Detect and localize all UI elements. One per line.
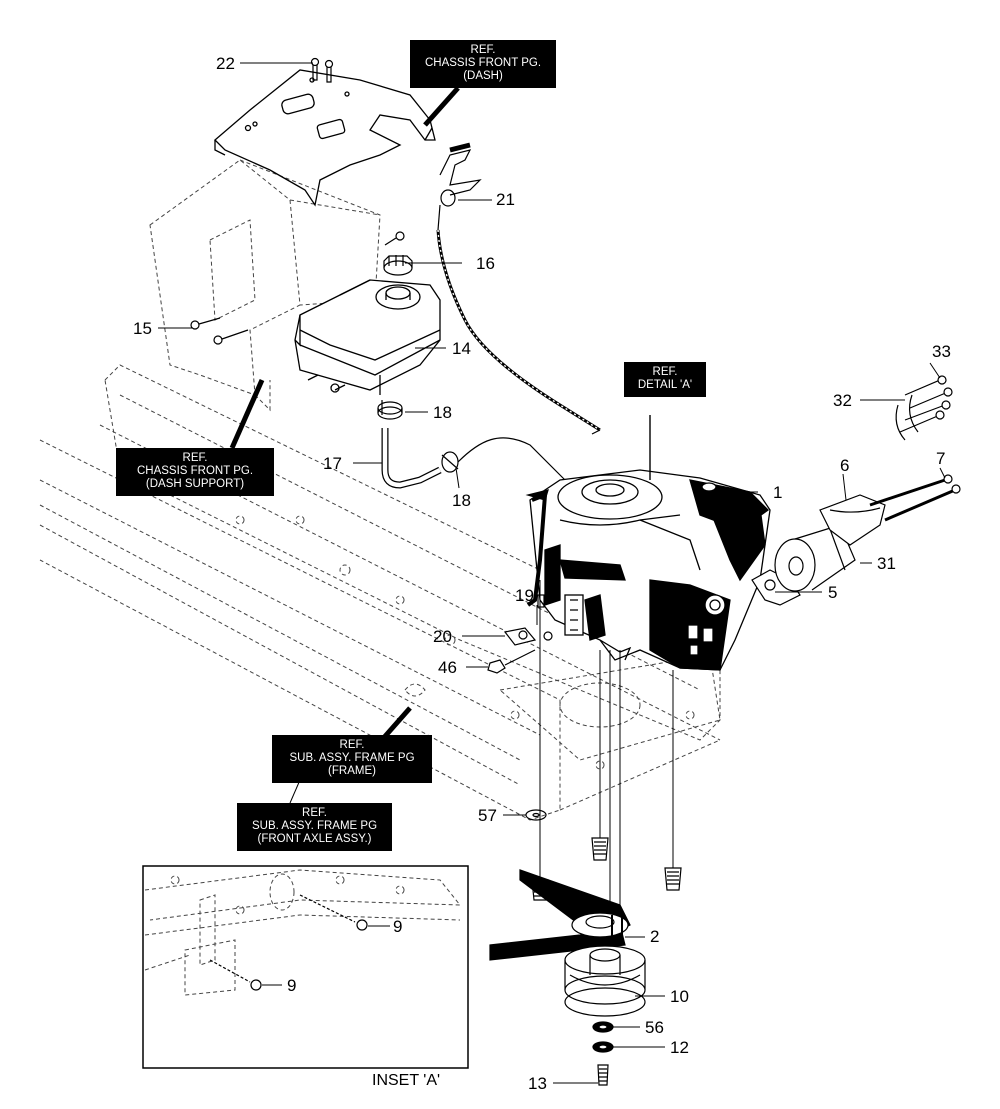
ref-dash-support-line2: CHASSIS FRONT PG. (136, 465, 254, 477)
callout-9-lower: 9 (287, 976, 297, 995)
dash-panel (214, 69, 436, 207)
ref-dash-line3: (DASH) (463, 70, 503, 82)
callout-21: 21 (496, 190, 515, 209)
callout-10: 10 (670, 987, 689, 1006)
callout-46: 46 (438, 658, 457, 677)
ref-frame-line3: (FRAME) (328, 765, 376, 777)
screw-22 (310, 57, 334, 83)
bolt-13 (597, 1064, 609, 1086)
clamp-18-top (377, 401, 403, 420)
ref-frame-line1: REF. (339, 739, 365, 751)
callout-22: 22 (216, 54, 235, 73)
exhaust-bolts-32-33 (895, 375, 953, 441)
callout-19: 19 (515, 586, 534, 605)
inset-bolts-9 (209, 894, 368, 991)
callout-16: 16 (476, 254, 495, 273)
ref-dash-support-line1: REF. (182, 452, 208, 464)
callout-31: 31 (877, 554, 896, 573)
callout-2: 2 (650, 927, 660, 946)
callout-18-top: 18 (433, 403, 452, 422)
leader-lines (158, 62, 946, 1084)
ref-detail-a: REF. DETAIL 'A' (624, 362, 706, 397)
callout-1: 1 (773, 483, 783, 502)
blade-2 (489, 869, 631, 961)
throttle-control (436, 142, 601, 435)
callout-13: 13 (528, 1074, 547, 1093)
pulley-10 (564, 945, 646, 1017)
callout-57: 57 (478, 806, 497, 825)
ref-dash-line2: CHASSIS FRONT PG. (424, 57, 542, 69)
callout-18-bottom: 18 (452, 491, 471, 510)
callout-33: 33 (932, 342, 951, 361)
callout-20: 20 (433, 627, 452, 646)
ref-front-axle-line1: REF. (302, 807, 327, 819)
engine (525, 469, 771, 671)
ref-frame-line2: SUB. ASSY. FRAME PG (289, 752, 415, 764)
gasket-5 (751, 569, 801, 606)
ref-dash-support: REF. CHASSIS FRONT PG. (DASH SUPPORT) (116, 448, 274, 496)
fitting-19 (537, 594, 545, 608)
callout-9-upper: 9 (393, 917, 403, 936)
clamp-18-bottom (441, 437, 566, 481)
bolt-7 (869, 474, 961, 522)
nut-46 (487, 649, 536, 674)
ref-frame: REF. SUB. ASSY. FRAME PG (FRAME) (272, 735, 432, 783)
callout-32: 32 (833, 391, 852, 410)
inset-a-caption: INSET 'A' (372, 1072, 441, 1089)
callout-56: 56 (645, 1018, 664, 1037)
fuel-line (381, 400, 442, 489)
callout-7: 7 (936, 449, 946, 468)
washer-56 (592, 1021, 614, 1033)
inset-a-drawing (144, 869, 462, 996)
muffler-31 (774, 524, 856, 592)
fuel-tank (294, 279, 441, 395)
ref-detail-a-line1: REF. (652, 366, 678, 378)
callout-14: 14 (452, 339, 471, 358)
ref-front-axle: REF. SUB. ASSY. FRAME PG (FRONT AXLE ASS… (237, 803, 392, 851)
heat-shield-6 (819, 494, 886, 546)
callout-6: 6 (840, 456, 850, 475)
callout-5: 5 (828, 583, 838, 602)
fitting-20 (503, 627, 553, 646)
callout-12: 12 (670, 1038, 689, 1057)
washer-12 (592, 1041, 614, 1053)
screw-15 (190, 231, 405, 345)
ref-dash: REF. CHASSIS FRONT PG. (DASH) (410, 40, 556, 88)
callout-17: 17 (323, 454, 342, 473)
ref-dash-support-line3: (DASH SUPPORT) (145, 478, 245, 490)
ref-front-axle-line2: SUB. ASSY. FRAME PG (251, 820, 378, 832)
engine-mount-lines (539, 580, 674, 910)
ref-detail-a-line2: DETAIL 'A' (637, 379, 693, 391)
callout-15: 15 (133, 319, 152, 338)
gas-cap (383, 255, 413, 276)
ref-front-axle-line3: (FRONT AXLE ASSY.) (257, 833, 372, 845)
ref-dash-line1: REF. (470, 44, 496, 56)
inset-a-frame (142, 865, 469, 1069)
